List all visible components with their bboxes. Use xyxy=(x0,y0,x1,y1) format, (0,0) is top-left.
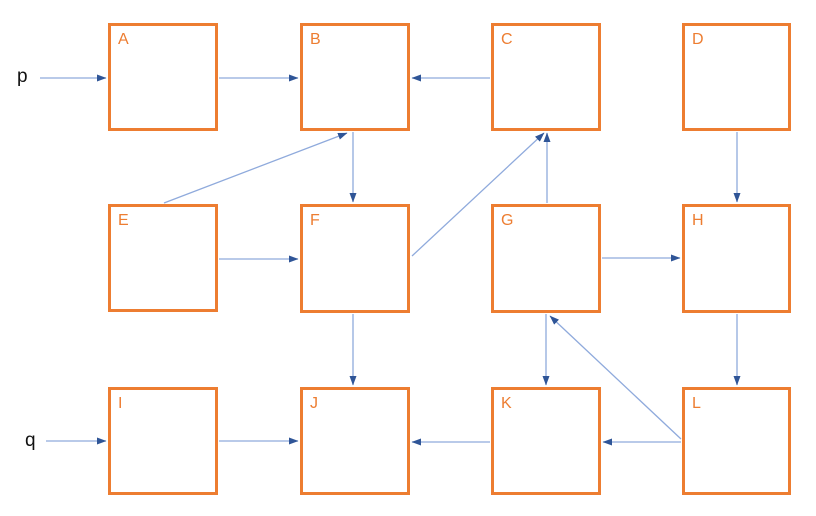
node-label-I: I xyxy=(118,395,123,412)
input-label-p: p xyxy=(17,66,28,87)
node-K: K xyxy=(491,387,601,495)
node-label-K: K xyxy=(501,395,512,412)
node-label-F: F xyxy=(310,212,320,229)
node-J: J xyxy=(300,387,410,495)
node-label-D: D xyxy=(692,31,704,48)
node-G: G xyxy=(491,204,601,313)
node-A: A xyxy=(108,23,218,131)
input-label-q: q xyxy=(25,430,36,451)
node-label-E: E xyxy=(118,212,129,229)
node-label-H: H xyxy=(692,212,704,229)
node-F: F xyxy=(300,204,410,313)
node-B: B xyxy=(300,23,410,131)
node-H: H xyxy=(682,204,791,313)
node-label-J: J xyxy=(310,395,318,412)
node-label-C: C xyxy=(501,31,513,48)
node-I: I xyxy=(108,387,218,495)
node-label-G: G xyxy=(501,212,514,229)
arrow-E-to-B xyxy=(163,132,348,204)
node-C: C xyxy=(491,23,601,131)
node-E: E xyxy=(108,204,218,312)
node-label-A: A xyxy=(118,31,129,48)
node-label-B: B xyxy=(310,31,321,48)
node-D: D xyxy=(682,23,791,131)
node-L: L xyxy=(682,387,791,495)
node-label-L: L xyxy=(692,395,701,412)
